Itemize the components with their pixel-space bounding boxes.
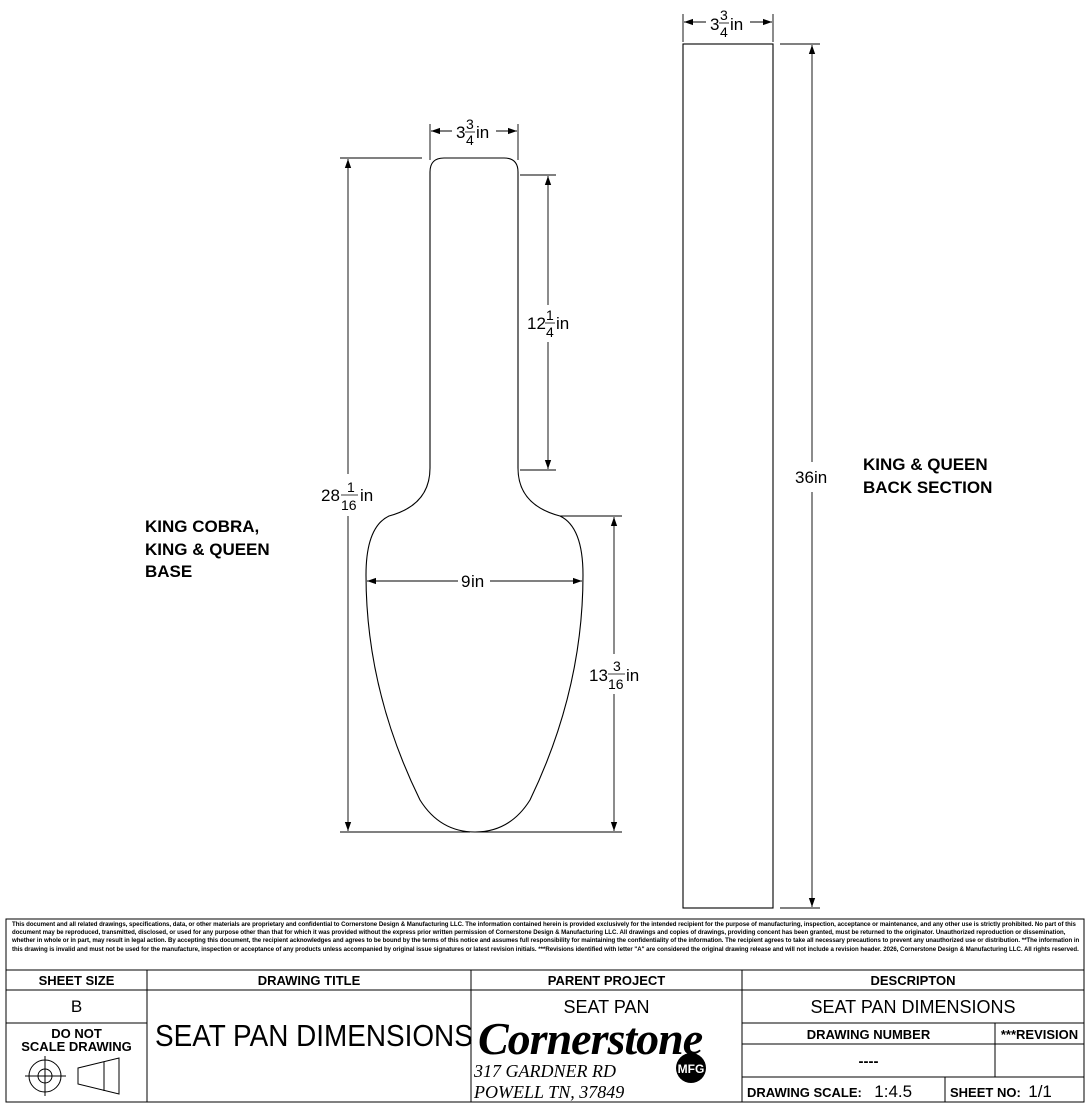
back-section-label: KING & QUEEN BACK SECTION	[863, 455, 992, 497]
drawing-scale: DRAWING SCALE: 1:4.5	[747, 1082, 912, 1102]
svg-text:1: 1	[347, 479, 355, 495]
seat-pan-base-outline	[365, 157, 584, 833]
svg-text:3: 3	[456, 123, 465, 142]
svg-text:4: 4	[466, 132, 474, 148]
dim-base-height: 13 3 16 in	[589, 658, 639, 692]
parent-project-label: PARENT PROJECT	[547, 972, 666, 988]
svg-text:9: 9	[461, 572, 470, 591]
sheet-number: SHEET NO: 1/1	[950, 1082, 1052, 1102]
do-not-scale-notice: DO NOT SCALE DRAWING	[6, 1025, 147, 1055]
sheet-size-label: SHEET SIZE	[38, 972, 115, 988]
svg-text:in: in	[626, 666, 639, 685]
description-label: DESCRIPTON	[870, 972, 956, 988]
svg-text:in: in	[814, 468, 827, 487]
svg-text:KING & QUEEN: KING & QUEEN	[145, 540, 270, 559]
svg-text:36: 36	[795, 468, 814, 487]
svg-text:in: in	[730, 15, 743, 34]
sheet-size-value: B	[70, 997, 83, 1016]
dimension-lines	[340, 14, 820, 909]
svg-text:in: in	[471, 572, 484, 591]
svg-text:3: 3	[613, 658, 621, 674]
drawing-scale-value: 1:4.5	[874, 1082, 913, 1101]
svg-text:KING COBRA,: KING COBRA,	[145, 517, 259, 536]
mfg-badge-icon: MFG	[676, 1053, 706, 1083]
parent-project-value: SEAT PAN	[563, 996, 650, 1017]
dim-back-height: 36 in	[795, 468, 827, 487]
revision-value	[995, 1046, 1084, 1076]
svg-text:BACK SECTION: BACK SECTION	[863, 478, 992, 497]
svg-text:3: 3	[466, 116, 474, 132]
dim-base-width: 9 in	[461, 572, 484, 591]
svg-text:3: 3	[720, 7, 728, 23]
dim-neck-length: 12 1 4 in	[527, 307, 569, 340]
revision-label: ***REVISION	[1000, 1026, 1079, 1042]
company-address-line-1: 317 GARDNER RD	[474, 1061, 616, 1081]
dim-overall-height: 28 1 16 in	[321, 479, 373, 513]
sheet-number-value: 1/1	[1028, 1082, 1052, 1101]
svg-text:KING & QUEEN: KING & QUEEN	[863, 455, 988, 474]
drawing-title-value: SEAT PAN DIMENSIONS	[155, 1018, 473, 1053]
svg-text:13: 13	[589, 666, 608, 685]
sheet-number-label: SHEET NO:	[950, 1085, 1021, 1100]
svg-text:BASE: BASE	[145, 562, 192, 581]
company-logo: Cornerstone	[478, 1013, 703, 1064]
base-label: KING COBRA, KING & QUEEN BASE	[145, 517, 270, 581]
confidentiality-notice: This document and all related drawings, …	[12, 921, 1080, 953]
svg-text:in: in	[360, 486, 373, 505]
svg-text:MFG: MFG	[678, 1062, 705, 1076]
svg-text:28: 28	[321, 486, 340, 505]
do-not-scale-line-2: SCALE DRAWING	[21, 1039, 132, 1054]
svg-text:3: 3	[710, 15, 719, 34]
dim-base-top-width: 3 3 4 in	[456, 116, 489, 148]
description-value: SEAT PAN DIMENSIONS	[810, 996, 1016, 1017]
svg-text:1: 1	[546, 307, 554, 323]
svg-text:4: 4	[546, 324, 554, 340]
svg-text:in: in	[476, 123, 489, 142]
drawing-number-label: DRAWING NUMBER	[806, 1026, 931, 1042]
svg-text:in: in	[556, 314, 569, 333]
back-section-outline	[682, 43, 774, 909]
title-block-frame	[5, 918, 1085, 1103]
drawing-title-label: DRAWING TITLE	[257, 972, 361, 988]
dim-back-width: 3 3 4 in	[710, 7, 743, 40]
do-not-scale-line-1: DO NOT	[51, 1026, 102, 1041]
svg-text:16: 16	[341, 497, 357, 513]
svg-text:12: 12	[527, 314, 546, 333]
third-angle-projection-icon	[25, 1056, 120, 1096]
drawing-number-value: ----	[858, 1052, 879, 1070]
svg-text:16: 16	[608, 676, 624, 692]
company-address-line-2: POWELL TN, 37849	[474, 1082, 625, 1102]
svg-text:4: 4	[720, 24, 728, 40]
drawing-scale-label: DRAWING SCALE:	[747, 1085, 862, 1100]
